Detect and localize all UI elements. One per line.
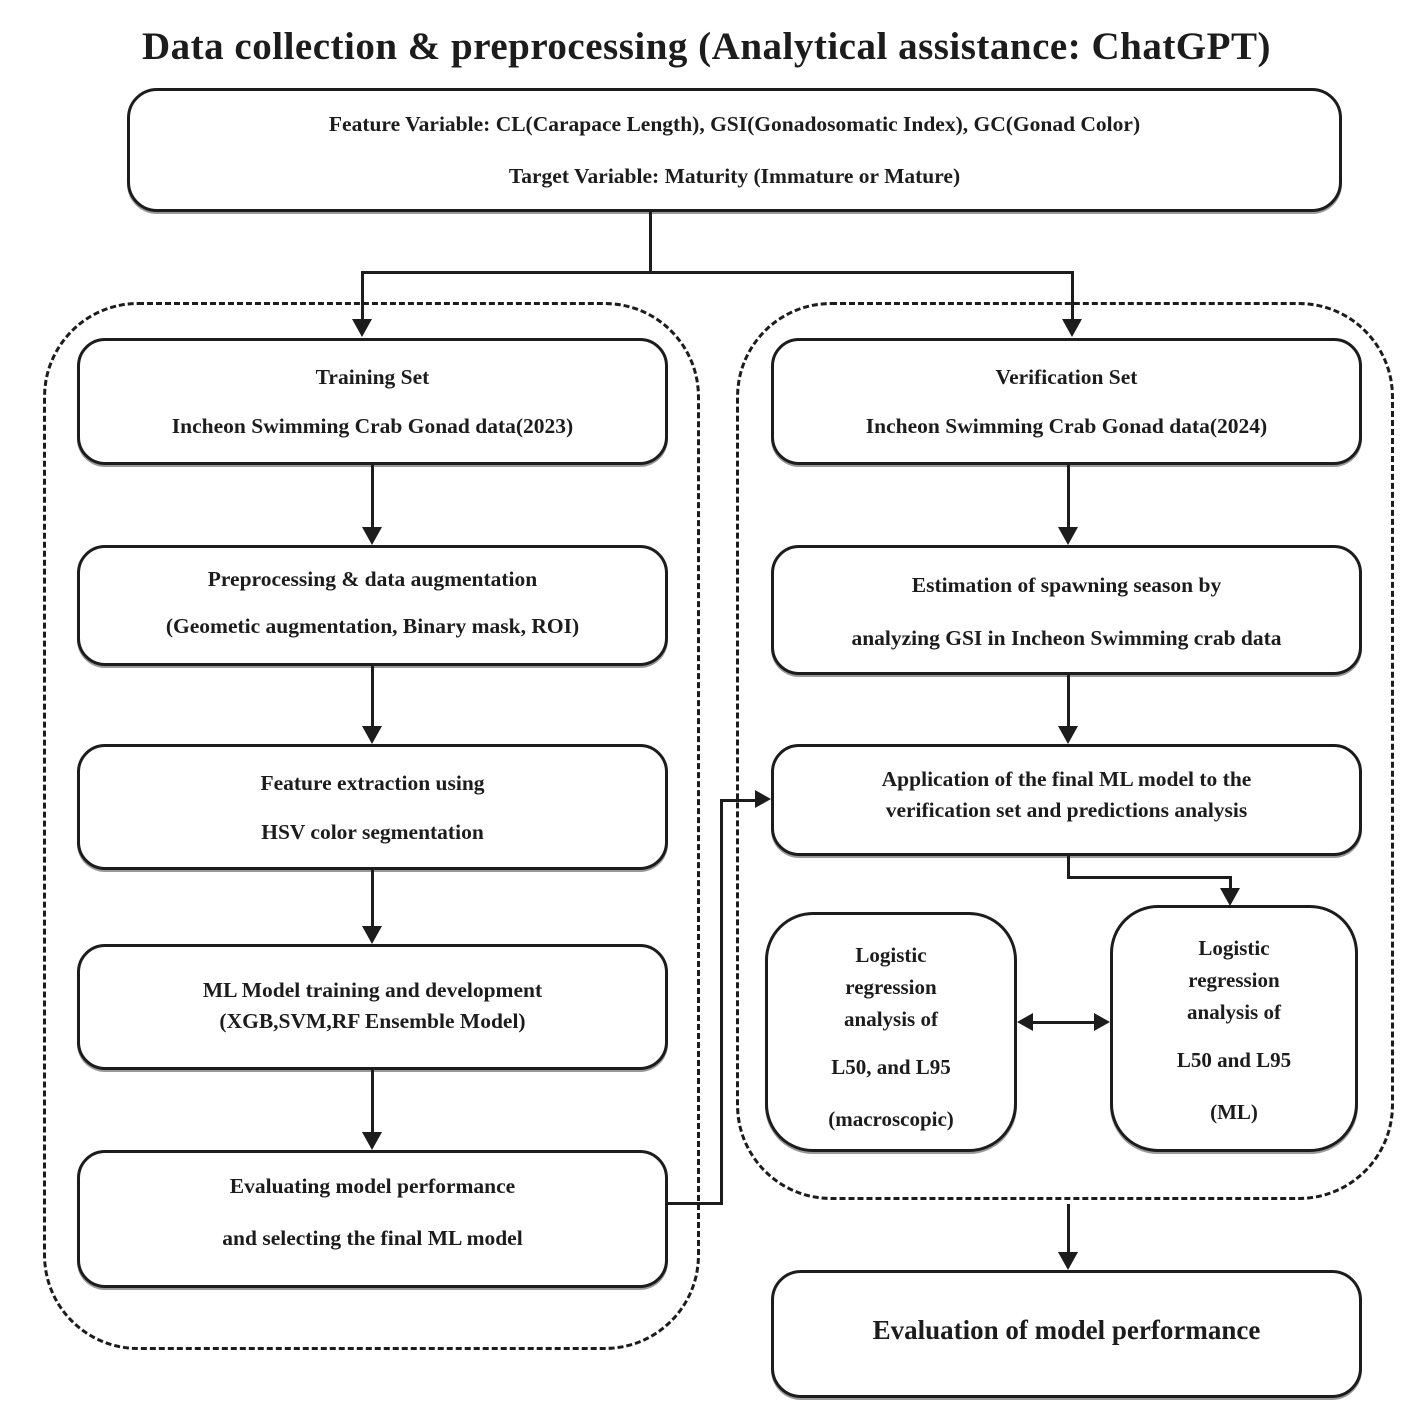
ml-model-training-box: ML Model training and development (XGB,S… <box>77 944 668 1070</box>
application-final-model-box: Application of the final ML model to the… <box>771 744 1362 856</box>
connector-application-drop <box>1067 856 1070 879</box>
final-evaluation-label: Evaluation of model performance <box>872 1315 1261 1345</box>
connector-right-1-shaft <box>1067 465 1070 529</box>
feature-extraction-box: Feature extraction using HSV color segme… <box>77 744 668 870</box>
logistic-macroscopic-line1: Logistic <box>855 943 927 967</box>
arrowhead-left-1-icon <box>362 527 382 545</box>
arrowhead-down-right-icon <box>1062 319 1082 337</box>
connector-logistic-compare-shaft <box>1030 1021 1096 1024</box>
spawning-estimation-subtitle: analyzing GSI in Incheon Swimming crab d… <box>851 625 1282 650</box>
arrowhead-right-1-icon <box>1058 527 1078 545</box>
logistic-macroscopic-line3: analysis of <box>844 1007 938 1031</box>
target-variable-line: Target Variable: Maturity (Immature or M… <box>508 163 961 188</box>
connector-branch-right-shaft <box>1071 271 1074 321</box>
preprocessing-title: Preprocessing & data augmentation <box>207 567 538 591</box>
arrowhead-compare-left-icon <box>1017 1013 1033 1031</box>
arrowhead-final-icon <box>1058 1252 1078 1270</box>
connector-right-2-shaft <box>1067 675 1070 728</box>
logistic-macroscopic-line2: regression <box>845 975 937 999</box>
training-set-title: Training Set <box>315 365 430 389</box>
preprocessing-box: Preprocessing & data augmentation (Geome… <box>77 545 668 666</box>
connector-feedback-in <box>720 799 758 802</box>
diagram-title: Data collection & preprocessing (Analyti… <box>142 25 1271 68</box>
connector-top-branch <box>362 271 1074 274</box>
ml-model-training-subtitle: (XGB,SVM,RF Ensemble Model) <box>219 1008 526 1033</box>
preprocessing-subtitle: (Geometic augmentation, Binary mask, ROI… <box>165 613 580 638</box>
logistic-macroscopic-box: Logistic regression analysis of L50, and… <box>765 912 1017 1152</box>
arrowhead-down-left-icon <box>352 319 372 337</box>
application-final-model-subtitle: verification set and predictions analysi… <box>885 797 1248 822</box>
spawning-estimation-box: Estimation of spawning season by analyzi… <box>771 545 1362 675</box>
spawning-estimation-title: Estimation of spawning season by <box>911 573 1222 597</box>
arrowhead-compare-right-icon <box>1094 1013 1110 1031</box>
arrowhead-right-2-icon <box>1058 726 1078 744</box>
arrowhead-left-4-icon <box>362 1132 382 1150</box>
application-final-model-title: Application of the final ML model to the <box>881 767 1252 791</box>
training-set-box: Training Set Incheon Swimming Crab Gonad… <box>77 338 668 465</box>
evaluating-model-subtitle: and selecting the final ML model <box>222 1225 523 1250</box>
logistic-macroscopic-line5: (macroscopic) <box>828 1107 954 1131</box>
ml-model-training-title: ML Model training and development <box>202 978 543 1002</box>
verification-pipeline-container <box>736 302 1394 1200</box>
feature-extraction-subtitle: HSV color segmentation <box>261 819 484 844</box>
connector-left-1-shaft <box>371 465 374 529</box>
final-evaluation-box: Evaluation of model performance <box>771 1270 1362 1398</box>
connector-left-3-shaft <box>371 870 374 928</box>
feature-variable-line: Feature Variable: CL(Carapace Length), G… <box>328 112 1141 136</box>
training-set-subtitle: Incheon Swimming Crab Gonad data(2023) <box>171 413 574 438</box>
logistic-ml-line4: L50 and L95 <box>1176 1048 1292 1072</box>
logistic-ml-line3: analysis of <box>1187 1000 1281 1024</box>
arrowhead-left-3-icon <box>362 926 382 944</box>
feature-extraction-title: Feature extraction using <box>260 771 485 795</box>
connector-feedback-out <box>668 1202 723 1205</box>
arrowhead-feedback-icon <box>755 790 771 808</box>
logistic-macroscopic-line4: L50, and L95 <box>831 1055 951 1079</box>
connector-application-step <box>1067 876 1232 879</box>
training-pipeline-container <box>43 302 700 1350</box>
logistic-ml-box: Logistic regression analysis of L50 and … <box>1110 905 1358 1152</box>
connector-branch-left-shaft <box>361 271 364 321</box>
arrowhead-application-icon <box>1220 888 1240 906</box>
logistic-ml-line5: (ML) <box>1210 1100 1258 1124</box>
connector-final-shaft <box>1067 1204 1070 1254</box>
connector-top-stub <box>649 212 652 273</box>
evaluating-model-box: Evaluating model performance and selecti… <box>77 1150 668 1288</box>
connector-left-4-shaft <box>371 1070 374 1134</box>
arrowhead-left-2-icon <box>362 726 382 744</box>
connector-feedback-rise <box>720 799 723 1205</box>
variables-box: Feature Variable: CL(Carapace Length), G… <box>127 88 1342 212</box>
logistic-ml-line1: Logistic <box>1198 936 1270 960</box>
connector-left-2-shaft <box>371 666 374 728</box>
verification-set-title: Verification Set <box>995 365 1138 389</box>
verification-set-subtitle: Incheon Swimming Crab Gonad data(2024) <box>865 413 1268 438</box>
connector-application-drop2 <box>1229 876 1232 891</box>
evaluating-model-title: Evaluating model performance <box>229 1174 516 1198</box>
verification-set-box: Verification Set Incheon Swimming Crab G… <box>771 338 1362 465</box>
logistic-ml-line2: regression <box>1188 968 1280 992</box>
